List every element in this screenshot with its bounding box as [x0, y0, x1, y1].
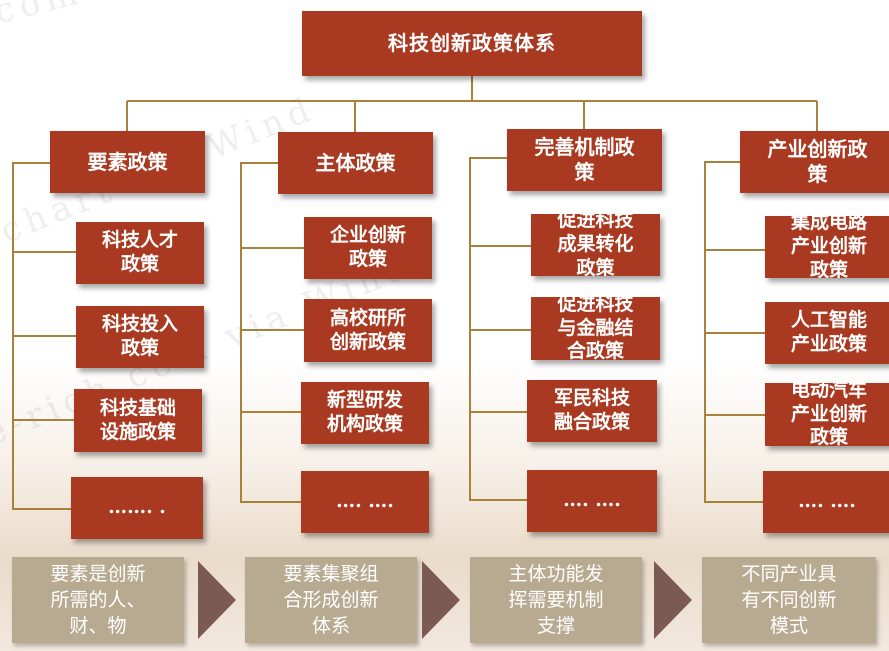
- note-industry: 不同产业具 有不同创新 模式: [702, 557, 876, 643]
- note-factors: 要素是创新 所需的人、 财、物: [12, 557, 184, 643]
- item-sci-tech-investment: 科技投入 政策: [76, 306, 204, 368]
- arrow-right-icon: [198, 561, 236, 639]
- item-tech-transfer: 促进科技 成果转化 政策: [531, 214, 660, 276]
- item-ellipsis-col2: …. ….: [301, 471, 429, 533]
- item-tech-finance: 促进科技 与金融结 合政策: [531, 297, 660, 360]
- item-university-institute: 高校研所 创新政策: [304, 299, 432, 362]
- diagram-title: 科技创新政策体系: [302, 11, 642, 76]
- header-entity-policy: 主体政策: [278, 132, 433, 194]
- item-sci-tech-infrastructure: 科技基础 设施政策: [74, 389, 202, 452]
- item-ellipsis-col1: ……. .: [71, 477, 203, 539]
- item-military-civil: 军民科技 融合政策: [527, 380, 657, 442]
- item-ellipsis-col3: …. ….: [527, 470, 657, 532]
- note-mechanism: 主体功能发 挥需要机制 支撑: [470, 557, 642, 643]
- item-artificial-intelligence: 人工智能 产业政策: [765, 302, 889, 364]
- item-new-rd-institution: 新型研发 机构政策: [301, 382, 429, 444]
- item-enterprise-innovation: 企业创新 政策: [304, 217, 432, 279]
- item-electric-vehicle: 电动汽车 产业创新 政策: [765, 383, 889, 446]
- note-entities: 要素集聚组 合形成创新 体系: [245, 557, 417, 643]
- arrow-right-icon: [654, 561, 692, 639]
- header-mechanism-policy: 完善机制政 策: [507, 129, 662, 191]
- item-ellipsis-col4: …. ….: [763, 471, 889, 533]
- header-industry-policy: 产业创新政 策: [740, 131, 889, 193]
- header-factor-policy: 要素政策: [50, 131, 205, 193]
- item-integrated-circuit: 集成电路 产业创新 政策: [765, 216, 889, 278]
- item-sci-tech-talent: 科技人才 政策: [76, 222, 204, 284]
- arrow-right-icon: [422, 561, 460, 639]
